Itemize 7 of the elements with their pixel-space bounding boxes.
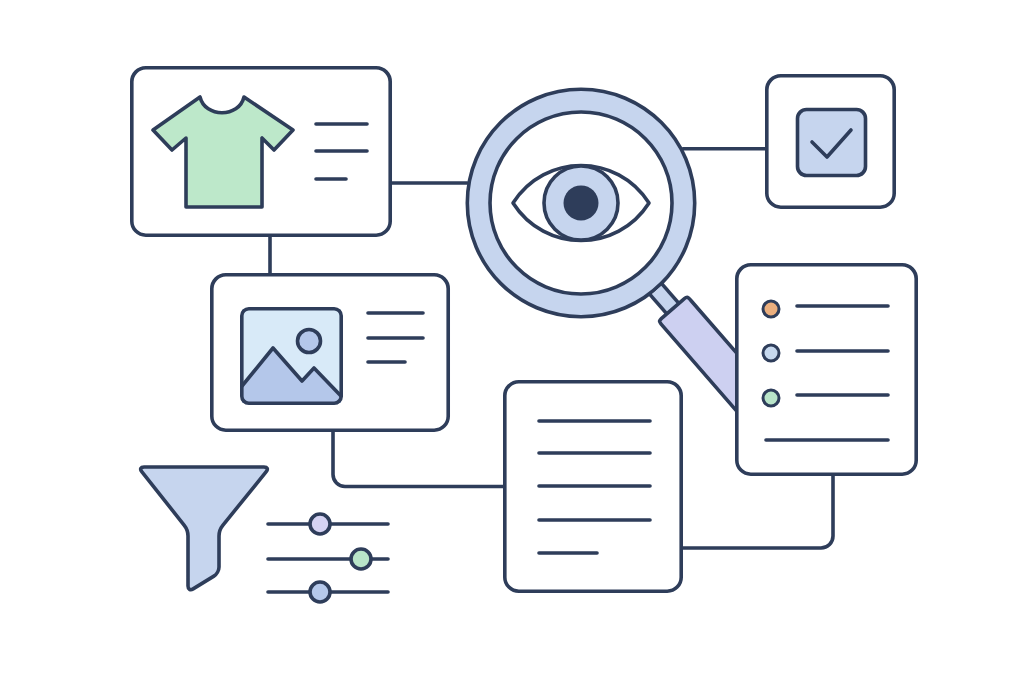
connector-line: [331, 430, 505, 489]
connector-line: [681, 474, 835, 550]
connector-line: [681, 147, 767, 151]
connector-line: [390, 181, 470, 185]
card: [735, 263, 918, 476]
document: [503, 380, 683, 593]
connector-line: [268, 235, 272, 275]
